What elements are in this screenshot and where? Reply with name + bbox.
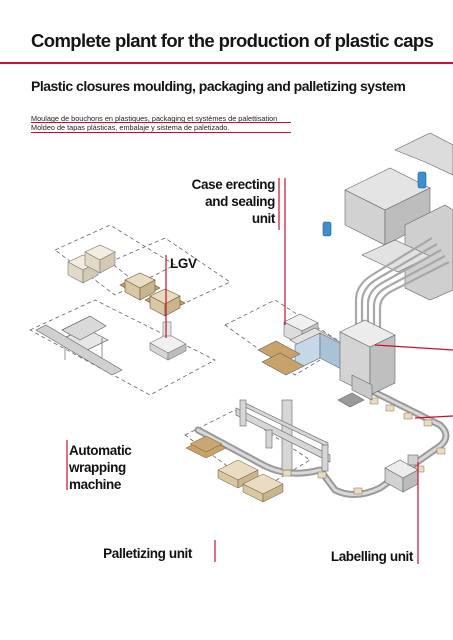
callout-wrapping-line-2: wrapping <box>69 460 126 475</box>
moulding-presses <box>344 132 453 301</box>
translation-divider-2 <box>31 132 291 133</box>
callout-case-erecting-line-1: Case erecting <box>191 177 276 192</box>
callout-lgv: LGV <box>170 256 197 271</box>
callout-case-erecting-line-3: unit <box>251 211 276 226</box>
french-translation: Moulage de bouchons en plastiques, packa… <box>31 114 278 123</box>
title-divider <box>0 62 453 64</box>
callout-wrapping-line-3: machine <box>69 477 121 492</box>
page-title: Complete plant for the production of pla… <box>31 30 434 51</box>
blue-tanks <box>322 171 427 237</box>
callout-wrapping-line-1: Automatic <box>69 443 132 458</box>
wrapping-conveyor <box>35 324 123 376</box>
stored-boxes-white <box>67 244 116 284</box>
callout-palletizing: Palletizing unit <box>103 546 192 561</box>
spanish-translation: Moldeo de tapas plásticas, embalaje y si… <box>31 123 230 132</box>
callout-leaders <box>66 178 453 564</box>
callout-wrapping: Automatic wrapping machine <box>69 442 132 493</box>
cases-on-conveyor <box>282 397 446 495</box>
callout-case-erecting-line-2: and sealing <box>205 194 275 209</box>
pallet-stacks <box>185 435 284 503</box>
case-erecting-unit <box>257 313 346 376</box>
callout-labelling: Labelling unit <box>330 549 414 564</box>
palletizing-robot <box>235 399 331 472</box>
page-subtitle: Plastic closures moulding, packaging and… <box>31 78 406 94</box>
lgv-vehicle <box>149 321 187 361</box>
labelling-machine <box>384 454 419 493</box>
transfer-ducts <box>354 237 450 330</box>
stored-pallets-with-cases <box>119 272 186 317</box>
translation-divider-1 <box>31 122 291 123</box>
buffer-silos <box>337 319 396 408</box>
callout-case-erecting: Case erecting and sealing unit <box>191 176 276 227</box>
